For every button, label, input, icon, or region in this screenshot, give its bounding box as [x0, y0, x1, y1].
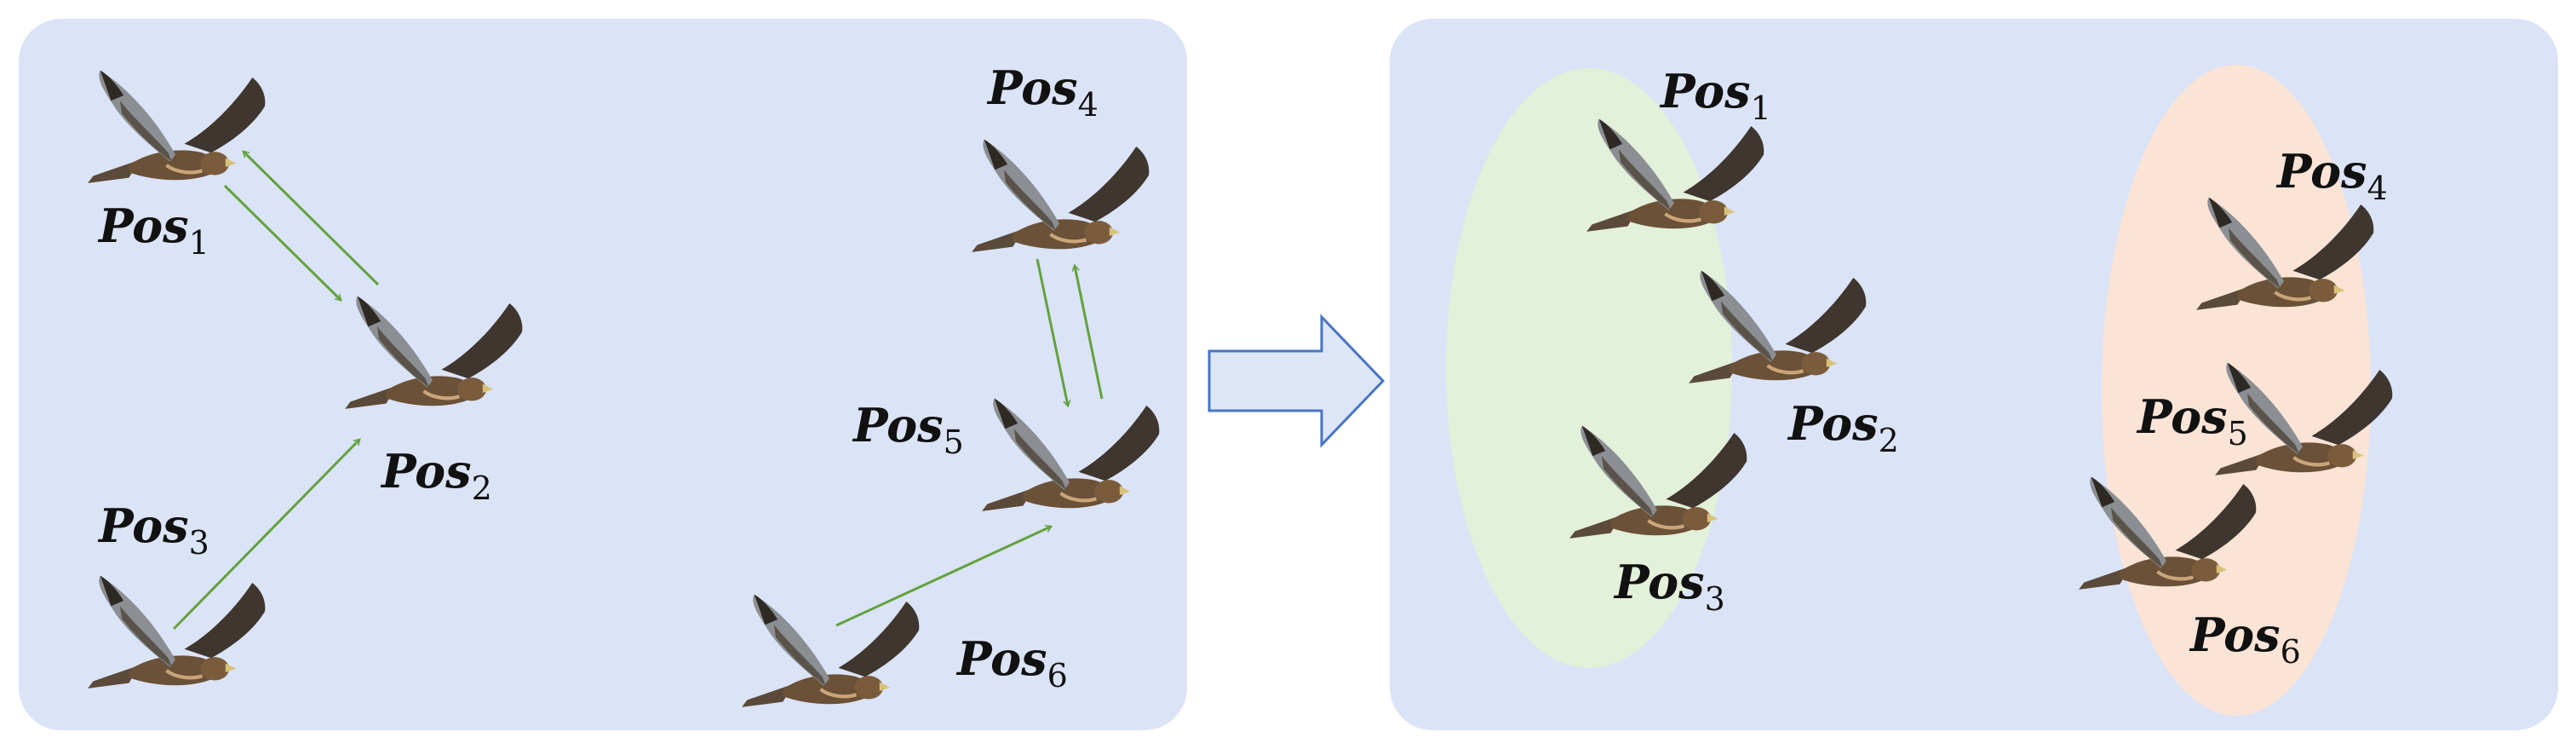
arrow-pos5-to-pos4 [1071, 263, 1104, 400]
label-pos5-cluster: Pos5 [2136, 389, 2248, 452]
label-pos2: Pos2 [380, 444, 492, 507]
label-pos5: Pos5 [852, 398, 964, 461]
right-arrow-icon [1208, 314, 1386, 448]
arrow-pos2-to-pos1 [242, 150, 380, 286]
label-pos2-cluster: Pos2 [1787, 396, 1899, 459]
arrow-pos6-to-pos5 [835, 525, 1053, 627]
arrow-pos4-to-pos5 [1036, 258, 1071, 408]
connection-arrows [172, 150, 1104, 631]
label-pos3: Pos3 [97, 498, 209, 562]
label-pos4-cluster: Pos4 [2275, 144, 2388, 207]
arrow-pos1-to-pos2 [223, 184, 342, 302]
arrow-pos3-to-pos2 [172, 438, 361, 631]
left-panel [19, 19, 1187, 730]
label-pos4: Pos4 [986, 60, 1099, 124]
label-pos1: Pos1 [97, 199, 209, 262]
label-pos1-cluster: Pos1 [1659, 64, 1771, 127]
label-pos3-cluster: Pos3 [1613, 555, 1725, 618]
label-pos6: Pos6 [955, 631, 1068, 694]
label-pos6-cluster: Pos6 [2189, 608, 2301, 671]
